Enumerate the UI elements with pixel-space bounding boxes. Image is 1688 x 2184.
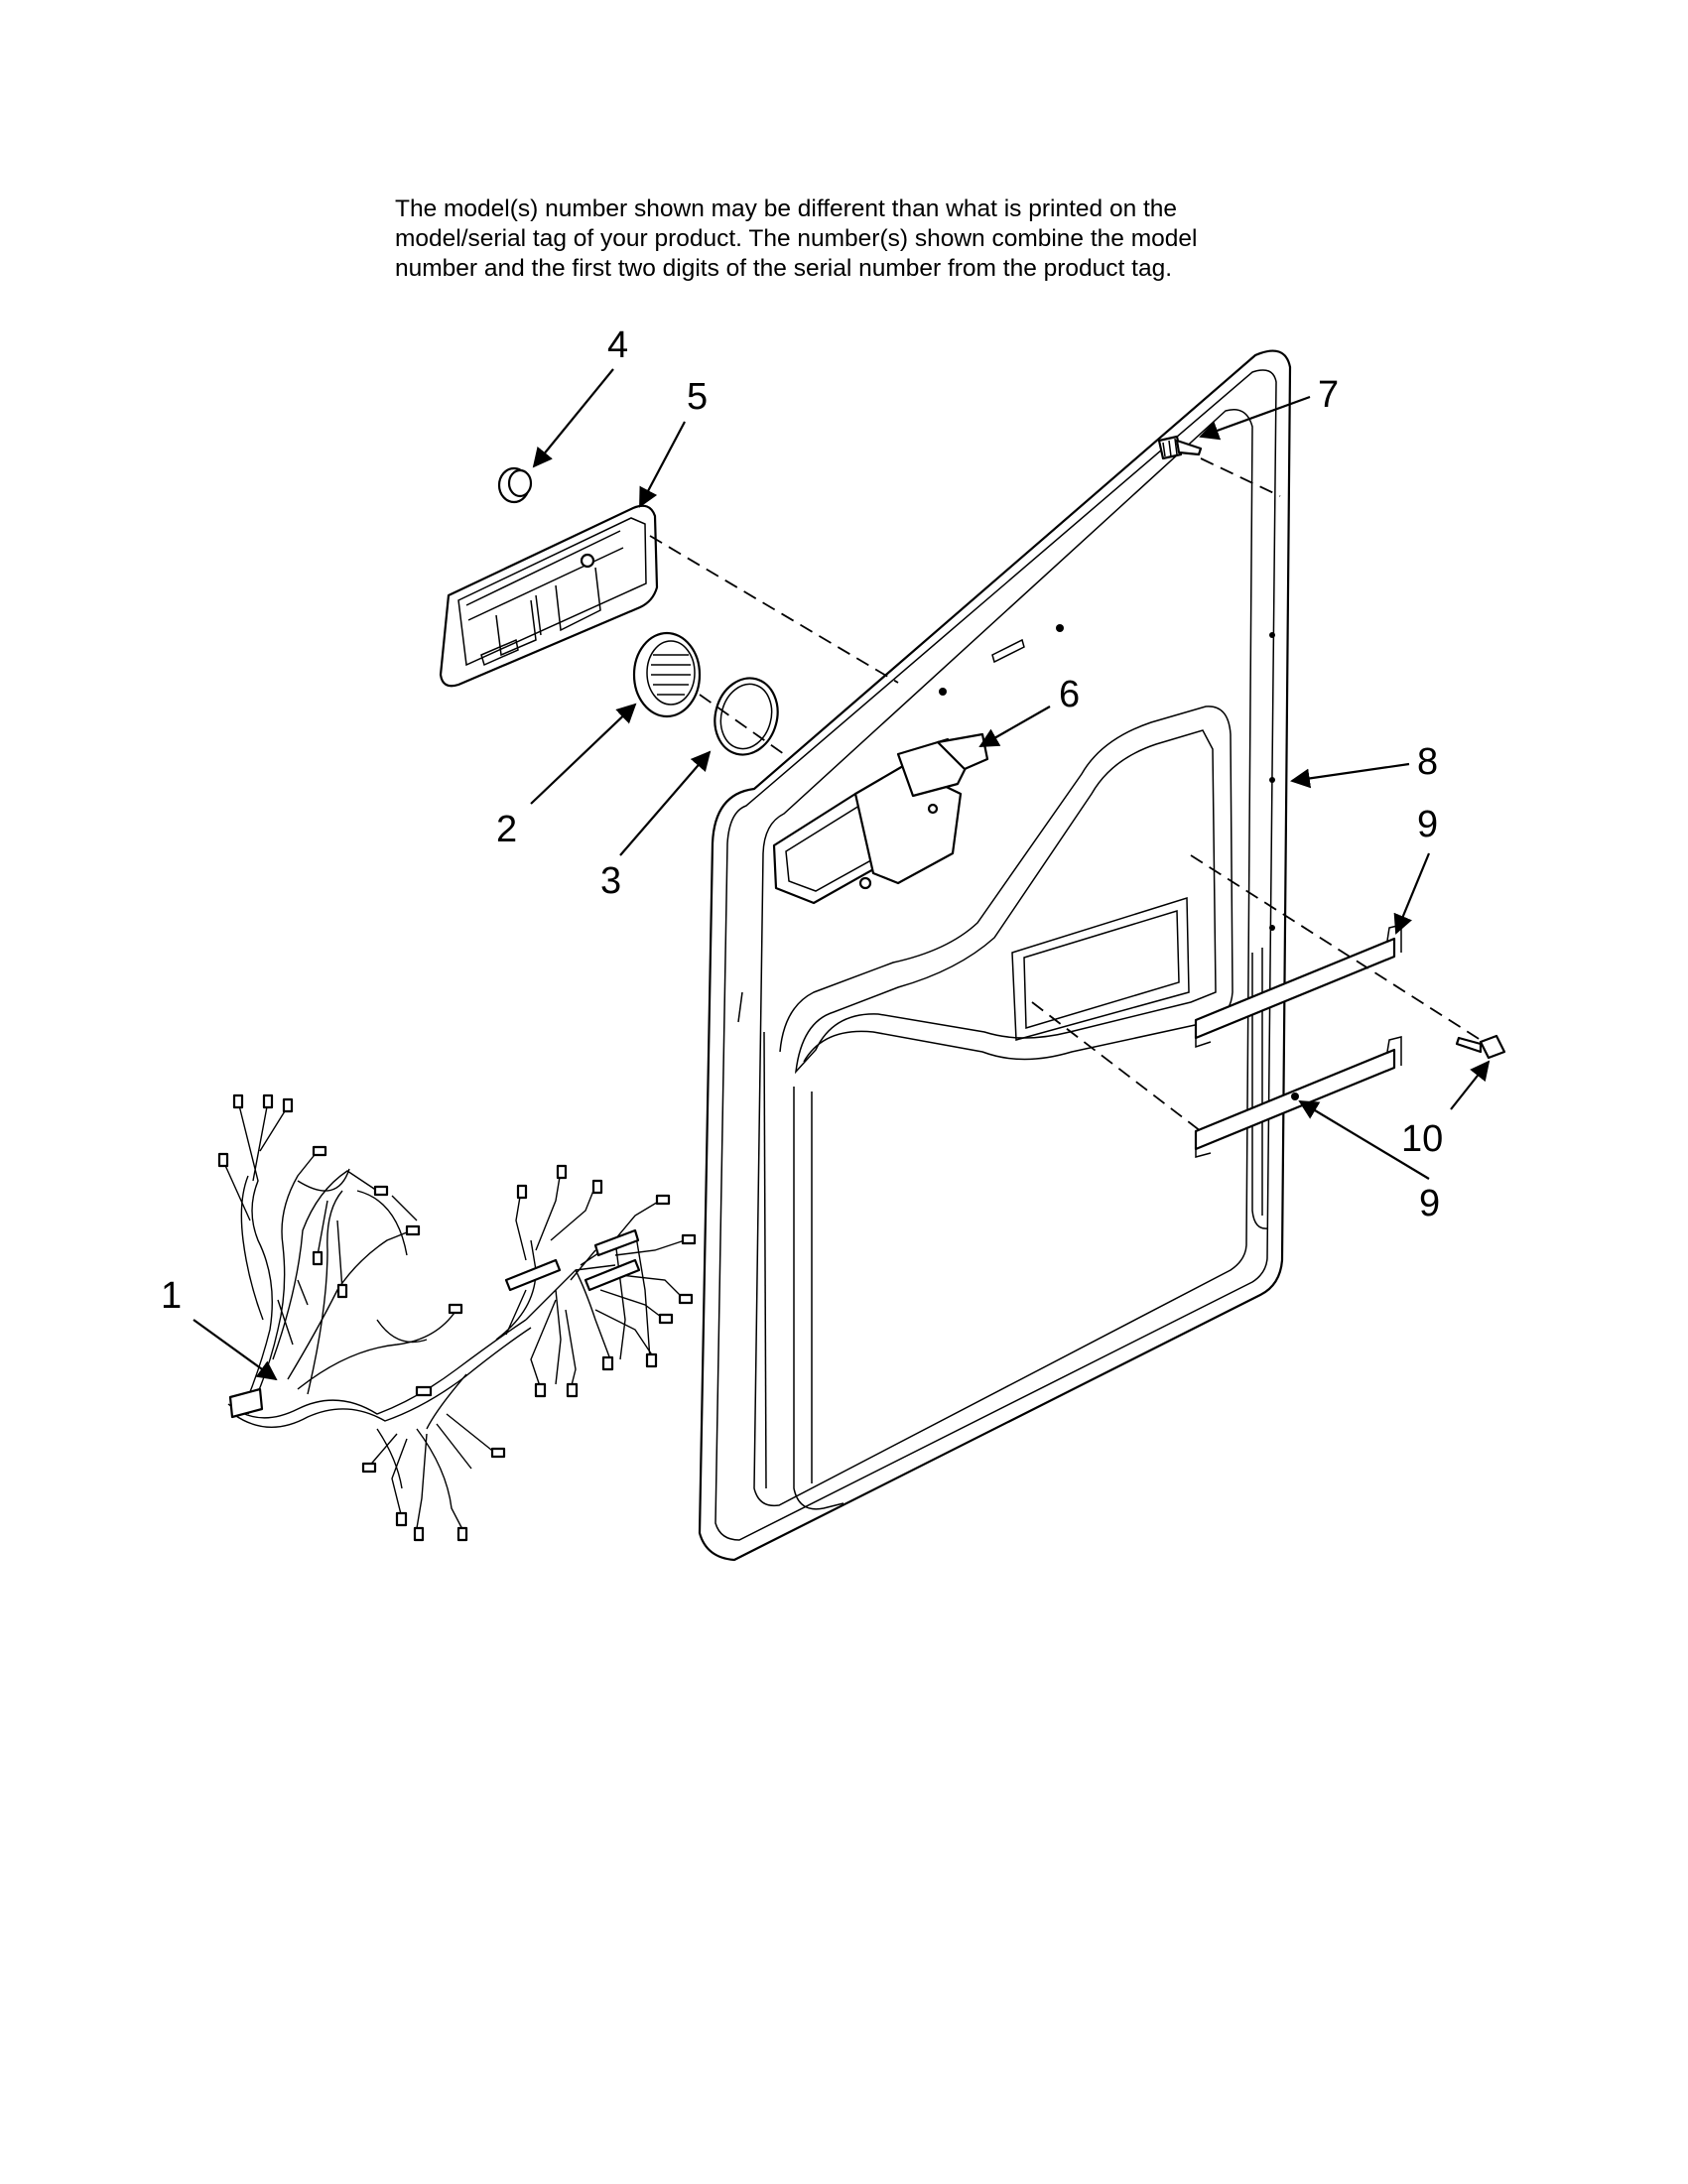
callout-4: 4 <box>607 324 628 366</box>
screw-bottom <box>1455 1034 1506 1060</box>
callout-5: 5 <box>687 376 708 418</box>
bracket-lower <box>1194 1036 1402 1158</box>
callout-3: 3 <box>600 860 621 902</box>
callout-9-upper: 9 <box>1417 804 1438 845</box>
callout-10: 10 <box>1401 1118 1443 1160</box>
callout-1: 1 <box>161 1275 182 1317</box>
model-number-notice: The model(s) number shown may be differe… <box>395 194 1348 284</box>
assembly-lines <box>649 457 1485 1132</box>
screw-top <box>1157 435 1203 460</box>
vent-cover <box>632 631 702 718</box>
bracket-upper <box>1194 924 1402 1049</box>
notice-line-1: The model(s) number shown may be differe… <box>395 195 1178 222</box>
callout-2: 2 <box>496 809 517 850</box>
leader-lines <box>193 368 1491 1381</box>
electronic-control-module <box>439 504 659 688</box>
callout-8: 8 <box>1417 741 1438 783</box>
notice-line-2: model/serial tag of your product. The nu… <box>395 225 1198 252</box>
notice-line-3: number and the first two digits of the s… <box>395 255 1173 282</box>
detergent-dispenser <box>772 732 989 905</box>
knob-button <box>497 466 533 504</box>
vent-gasket <box>714 677 779 756</box>
callout-7: 7 <box>1318 374 1339 416</box>
inner-door-panel <box>698 349 1292 1562</box>
callout-numbers: 4 5 2 3 6 7 8 9 10 9 1 <box>161 324 1443 1317</box>
callout-9-lower: 9 <box>1419 1183 1440 1224</box>
callout-6: 6 <box>1059 674 1080 715</box>
wire-harness <box>217 1093 697 1542</box>
